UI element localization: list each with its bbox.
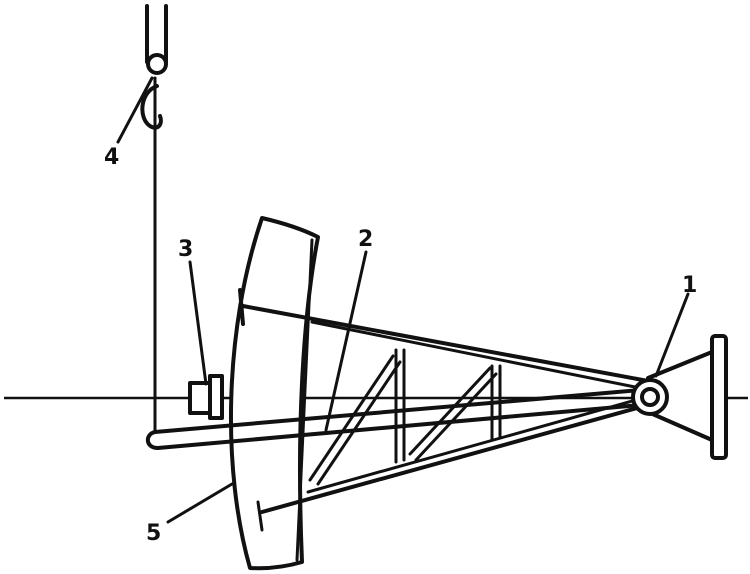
pivot-assembly xyxy=(631,334,728,460)
leader-line-4 xyxy=(116,76,154,144)
part-label-4: 4 xyxy=(104,145,119,170)
nut-body xyxy=(188,381,212,415)
lifting-beam xyxy=(145,388,642,450)
end-flange xyxy=(710,334,728,460)
beam-lower-edge xyxy=(156,403,642,450)
frame-top-chord-inner xyxy=(310,320,642,390)
part-label-3: 3 xyxy=(178,237,193,262)
leader-line-3 xyxy=(188,260,208,386)
beam-upper-edge xyxy=(153,388,642,434)
part-label-5: 5 xyxy=(146,521,161,546)
frame-brace-1a xyxy=(308,354,395,482)
hook-assembly xyxy=(140,4,168,434)
leader-line-1 xyxy=(654,292,690,378)
part-label-1: 1 xyxy=(682,273,697,298)
truss-frame xyxy=(241,304,650,532)
shield-edge xyxy=(295,238,314,562)
frame-bottom-chord-inner xyxy=(306,398,638,494)
nut-washer xyxy=(208,374,224,420)
part-label-2: 2 xyxy=(358,227,373,252)
hook-curve xyxy=(140,84,163,130)
shield-plate xyxy=(229,216,320,571)
hook-ring xyxy=(146,53,168,75)
beam-left-end xyxy=(145,430,160,450)
frame-bottom-foot xyxy=(256,500,264,532)
leader-line-5 xyxy=(166,482,234,524)
frame-brace-2a xyxy=(408,366,492,456)
pivot-pin-inner xyxy=(640,387,660,407)
frame-brace-2b xyxy=(414,372,498,462)
frame-top-chord xyxy=(241,304,650,383)
frame-top-foot xyxy=(238,288,245,326)
frame-bottom-chord xyxy=(260,403,650,514)
frame-brace-1b xyxy=(316,360,402,486)
nut-block xyxy=(188,374,224,420)
leader-line-2 xyxy=(324,250,368,432)
